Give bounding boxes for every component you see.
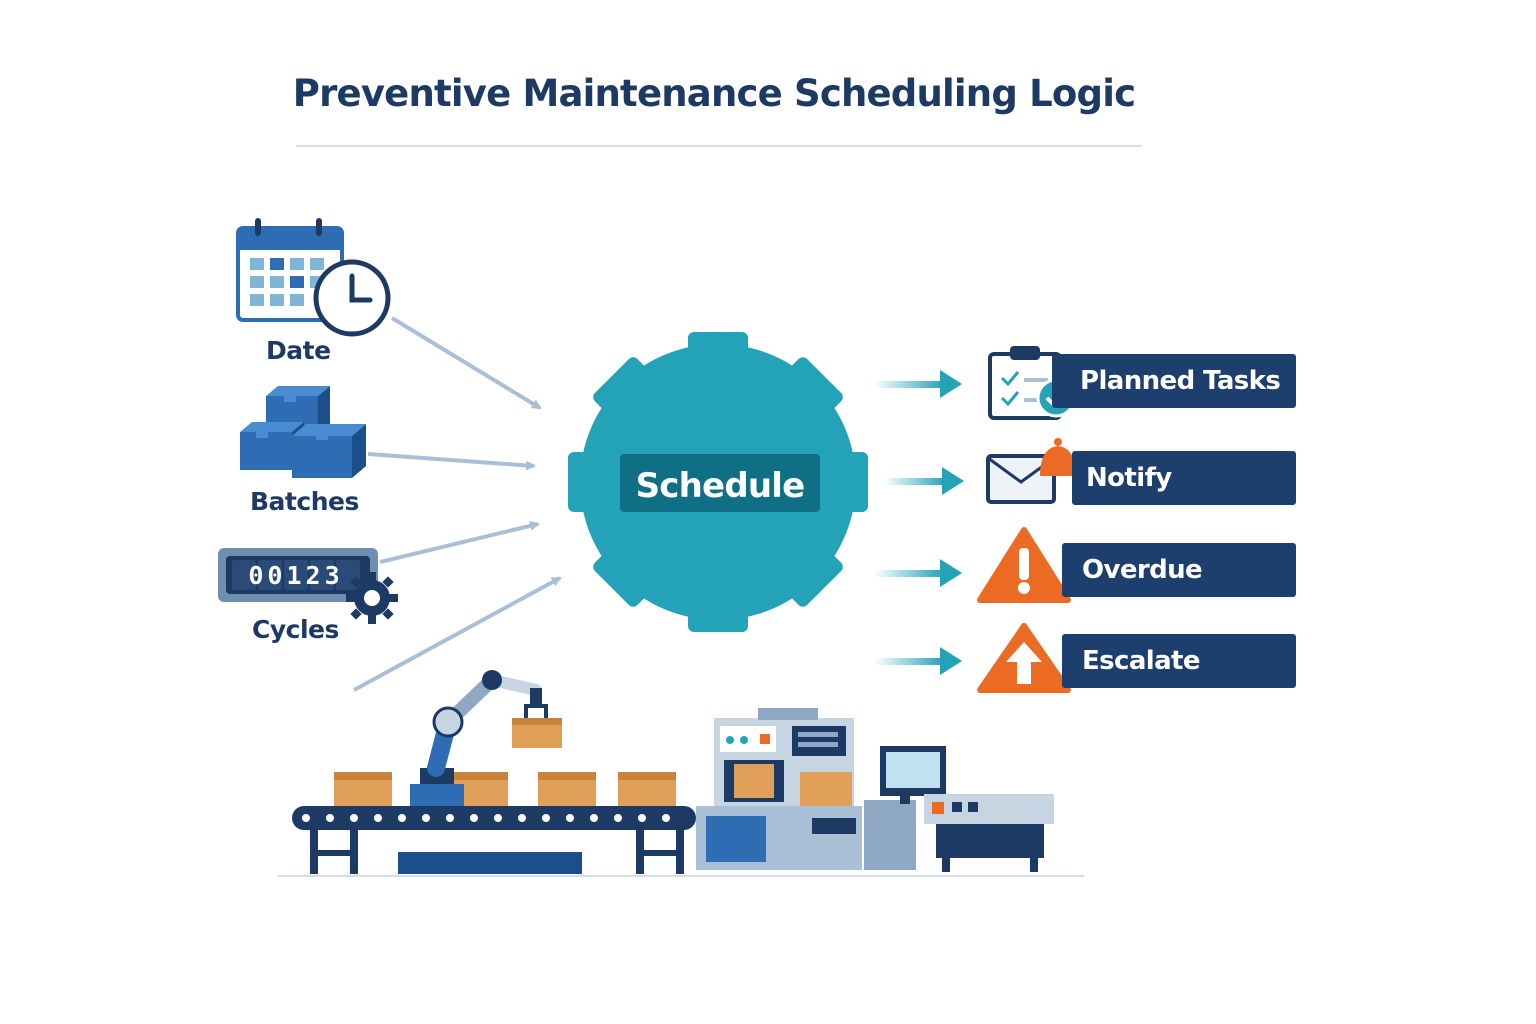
diagram-title: Preventive Maintenance Scheduling Logic	[292, 72, 1136, 115]
boxes-icon	[240, 386, 366, 478]
production-arrow	[353, 576, 562, 692]
output-box-notify: Notify	[1072, 451, 1296, 505]
output-label-overdue: Overdue	[1082, 555, 1203, 585]
schedule-label-box	[620, 454, 820, 512]
input-label-cycles: Cycles	[252, 615, 339, 644]
output-arrows	[874, 370, 964, 675]
input-label-batches: Batches	[250, 487, 359, 516]
input-arrows	[353, 316, 562, 692]
output-box-planned-tasks: Planned Tasks	[1052, 354, 1296, 408]
counter-digits: 00123	[248, 561, 343, 590]
schedule-label: Schedule	[636, 466, 805, 506]
cycles-arrow	[379, 521, 540, 564]
output-label-notify: Notify	[1086, 463, 1172, 493]
factory-illustration	[278, 670, 1084, 877]
batches-arrow	[367, 452, 536, 471]
cycle-counter-icon: 00123	[218, 548, 398, 624]
output-box-escalate: Escalate	[1062, 634, 1296, 688]
calendar-clock-icon	[236, 218, 391, 337]
escalate-triangle-icon	[977, 623, 1071, 693]
output-label-escalate: Escalate	[1082, 646, 1201, 676]
output-label-planned-tasks: Planned Tasks	[1080, 366, 1281, 396]
small-gear-icon	[346, 572, 398, 624]
output-box-overdue: Overdue	[1062, 543, 1296, 597]
warning-triangle-icon	[977, 527, 1071, 603]
date-arrow	[390, 316, 542, 410]
title-divider	[296, 145, 1142, 147]
envelope-bell-icon	[986, 438, 1076, 504]
input-label-date: Date	[266, 336, 331, 365]
